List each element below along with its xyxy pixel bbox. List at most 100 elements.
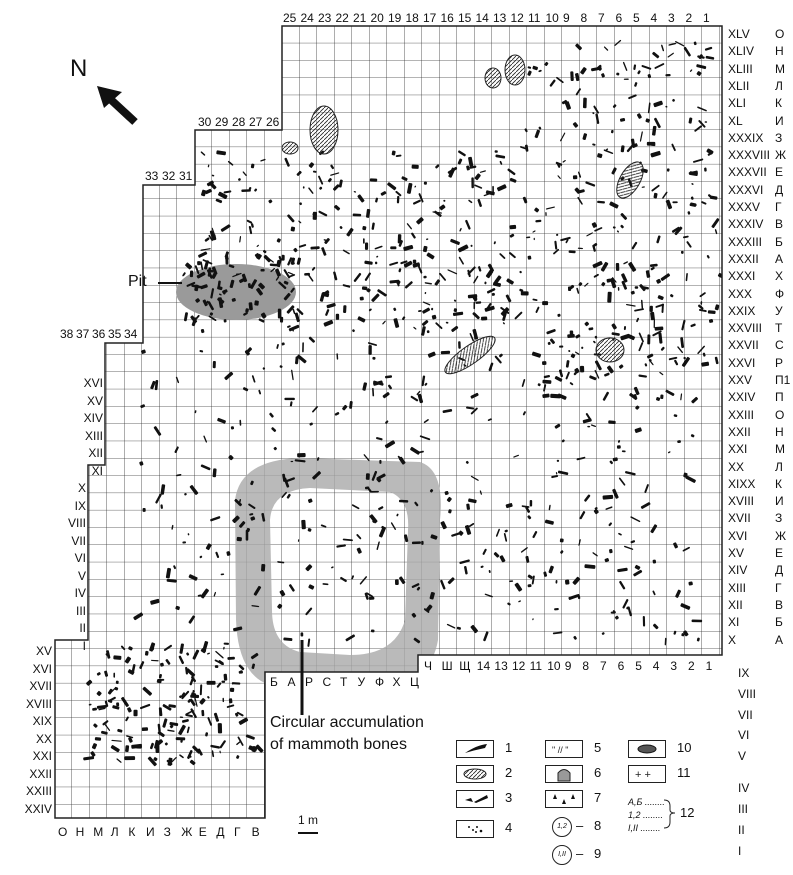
bone-mark — [307, 498, 313, 503]
bone-mark — [288, 584, 295, 592]
bone-mark — [644, 363, 648, 367]
bone-mark — [469, 333, 474, 342]
bone-mark — [173, 565, 177, 570]
bone-mark — [612, 488, 619, 499]
bone-mark — [231, 298, 236, 302]
bone-mark — [104, 670, 109, 677]
bone-mark — [126, 735, 134, 739]
bone-mark — [226, 551, 231, 556]
bone-mark — [683, 356, 686, 360]
bone-mark — [115, 680, 119, 684]
bone-mark — [665, 105, 668, 108]
row-label-cyrillic: Ж — [775, 148, 787, 163]
bone-mark — [246, 219, 253, 224]
bone-mark — [590, 424, 596, 427]
row-label-roman: II — [738, 823, 745, 837]
bone-mark — [418, 309, 422, 313]
column-number: 24 — [300, 11, 314, 25]
bone-mark — [291, 369, 294, 381]
bone-mark — [572, 175, 578, 180]
row-label-roman: XLIII — [728, 61, 753, 76]
bone-mark — [157, 731, 165, 738]
bone-mark — [287, 271, 294, 275]
bone-mark — [181, 690, 190, 700]
row-label-cyrillic: Н — [775, 424, 784, 439]
bone-mark — [191, 675, 197, 683]
bone-mark — [309, 422, 313, 426]
bone-mark — [332, 184, 340, 191]
bone-mark — [211, 266, 218, 276]
bone-mark — [548, 565, 554, 574]
bone-mark — [702, 352, 706, 357]
bone-mark — [179, 716, 184, 718]
bone-mark — [414, 501, 419, 507]
column-number: 11 — [528, 11, 541, 25]
row-label-cyrillic: Т — [775, 321, 783, 336]
bone-mark — [608, 522, 612, 527]
row-label-roman: XLII — [728, 78, 750, 93]
bone-mark — [162, 718, 168, 728]
bone-mark — [378, 526, 386, 538]
bone-mark — [207, 301, 214, 311]
bone-mark — [279, 316, 284, 323]
bone-mark — [325, 309, 330, 316]
scale-label: 1 m — [298, 813, 319, 827]
bone-mark — [554, 376, 563, 382]
bone-mark — [175, 737, 186, 741]
bone-mark — [548, 504, 551, 511]
bone-mark — [217, 417, 226, 424]
bone-mark — [398, 499, 409, 503]
bone-mark — [667, 451, 671, 454]
bone-mark — [538, 126, 542, 130]
row-label-roman: XXX — [728, 286, 753, 301]
bone-mark — [615, 262, 620, 271]
bone-mark — [488, 570, 491, 573]
bone-mark — [91, 743, 98, 750]
bone-mark — [250, 163, 255, 169]
bone-mark — [617, 567, 628, 573]
bone-mark — [607, 291, 612, 303]
bone-mark — [336, 544, 346, 548]
legend-symbol-9: I,II — [552, 845, 572, 865]
bone-mark — [487, 418, 492, 422]
bone-mark — [680, 337, 685, 348]
bone-mark — [364, 486, 370, 490]
bone-mark — [427, 351, 436, 358]
bone-mark — [578, 539, 581, 546]
bone-mark — [521, 379, 526, 387]
bone-mark — [128, 646, 133, 651]
bone-mark — [169, 724, 174, 729]
bone-mark — [419, 435, 431, 441]
bone-mark — [439, 204, 446, 211]
bone-mark — [422, 307, 431, 314]
bone-mark — [239, 236, 242, 243]
row-label-roman: XXXIV — [728, 217, 764, 232]
bone-mark — [683, 46, 691, 57]
bone-mark — [142, 686, 153, 696]
bone-mark — [248, 302, 253, 311]
legend-number: 9 — [594, 846, 602, 861]
bone-mark — [519, 288, 524, 292]
bone-mark — [369, 596, 375, 600]
bone-mark — [619, 580, 626, 590]
bone-mark — [318, 175, 324, 185]
bone-mark — [234, 712, 239, 717]
bone-mark — [376, 255, 379, 258]
bone-mark — [564, 579, 570, 585]
bone-mark — [260, 268, 265, 272]
bone-mark — [417, 264, 423, 274]
bone-mark — [323, 239, 327, 241]
bone-mark — [468, 156, 474, 167]
column-number: 4 — [650, 11, 658, 25]
bone-mark — [163, 644, 172, 651]
bone-mark — [131, 664, 136, 674]
bone-mark — [654, 117, 661, 129]
bone-mark — [249, 279, 258, 289]
bone-mark — [175, 605, 180, 611]
legend-symbol-8: 1,2 — [552, 817, 572, 837]
legend-key12-letters: А,Б ........ — [628, 797, 665, 807]
bone-mark — [93, 723, 98, 728]
bone-mark — [230, 426, 235, 430]
bone-mark — [396, 195, 400, 204]
bone-mark — [412, 259, 417, 264]
